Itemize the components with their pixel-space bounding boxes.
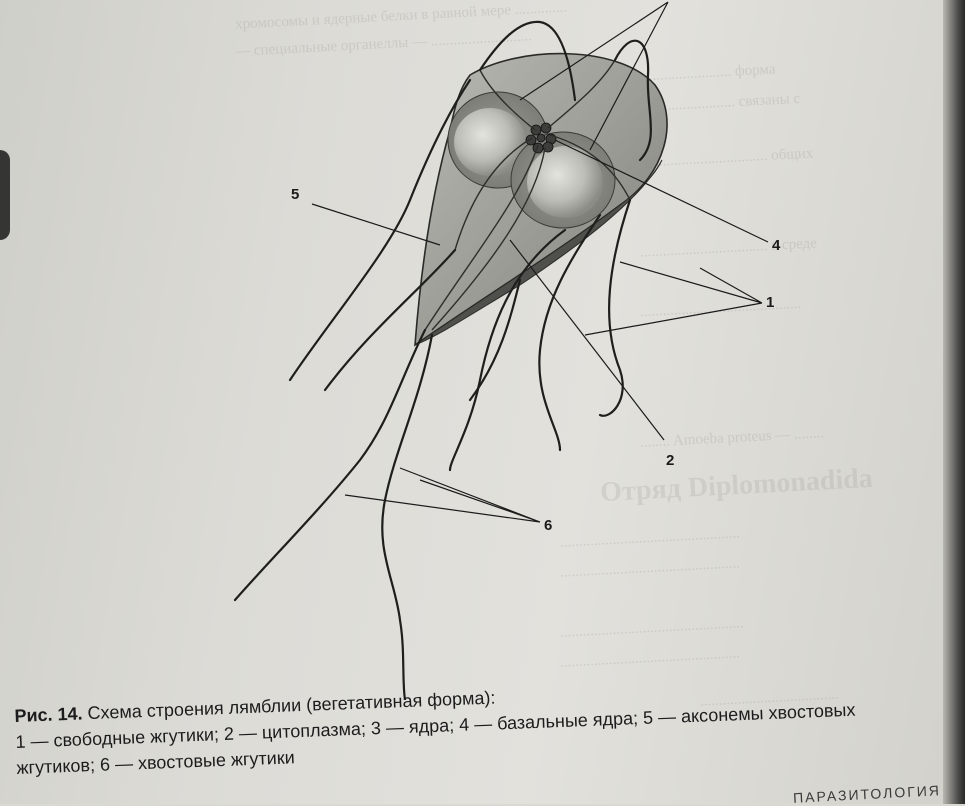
label-6: 6 — [544, 517, 552, 534]
label-4: 4 — [772, 237, 780, 254]
lamblia-diagram — [0, 0, 965, 700]
running-footer: ПАРАЗИТОЛОГИЯ — [793, 782, 942, 806]
label-2: 2 — [666, 452, 674, 469]
nucleus-right — [527, 146, 603, 218]
leader-5 — [312, 204, 440, 245]
leader-2 — [510, 240, 664, 440]
label-5: 5 — [291, 186, 299, 203]
label-1: 1 — [766, 294, 774, 311]
leader-6 — [345, 468, 540, 522]
caption-label: Рис. 14. — [14, 703, 83, 726]
